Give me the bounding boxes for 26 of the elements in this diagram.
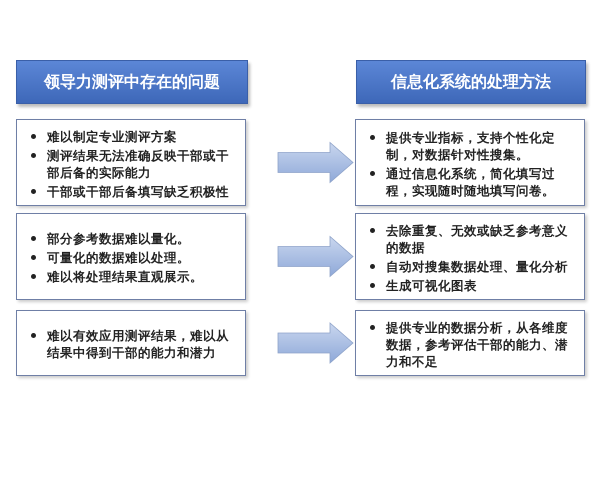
bullet-list-box bbox=[16, 310, 246, 376]
bullet-item: 可量化的数据难以处理。 bbox=[47, 249, 191, 266]
bullet-item: 部分参考数据难以量化。 bbox=[47, 230, 191, 247]
bullet-list-box bbox=[16, 213, 246, 300]
bullet-item: 提供专业的数据分析，从各维度数据，参考评估干部的能力、潜力和不足 bbox=[386, 318, 569, 370]
header-title: 领导力测评中存在的问题 bbox=[44, 72, 220, 92]
bullet-item: 难以制定专业测评方案 bbox=[47, 128, 178, 144]
bullet-list-box bbox=[355, 310, 585, 376]
header-title: 信息化系统的处理方法 bbox=[391, 72, 551, 92]
bullet-item: 自动对搜集数据处理、量化分析 bbox=[386, 258, 569, 274]
bullet-list-box bbox=[355, 119, 585, 206]
bullet-item: 测评结果无法准确反映干部或干部后备的实际能力 bbox=[47, 146, 230, 180]
bullet-item: 难以有效应用测评结果，难以从结果中得到干部的能力和潜力 bbox=[47, 327, 230, 361]
block-arrow bbox=[278, 236, 354, 278]
bullet-list-box bbox=[16, 119, 246, 206]
header-banner bbox=[356, 60, 586, 104]
bullet-item: 通过信息化系统，简化填写过程，实现随时随地填写问卷。 bbox=[386, 164, 556, 198]
bullet-item: 去除重复、无效或缺乏参考意义的数据 bbox=[386, 222, 569, 256]
bullet-item: 干部或干部后备填写缺乏积极性 bbox=[47, 182, 230, 200]
header-banner bbox=[16, 60, 248, 104]
bullet-item: 难以将处理结果直观展示。 bbox=[47, 268, 204, 285]
bullet-item: 生成可视化图表 bbox=[386, 276, 478, 294]
block-arrow bbox=[278, 322, 354, 364]
block-arrow bbox=[278, 142, 354, 184]
bullet-item: 提供专业指标，支持个性化定制，对数据针对性搜集。 bbox=[386, 128, 556, 162]
bullet-list-box bbox=[355, 213, 585, 300]
